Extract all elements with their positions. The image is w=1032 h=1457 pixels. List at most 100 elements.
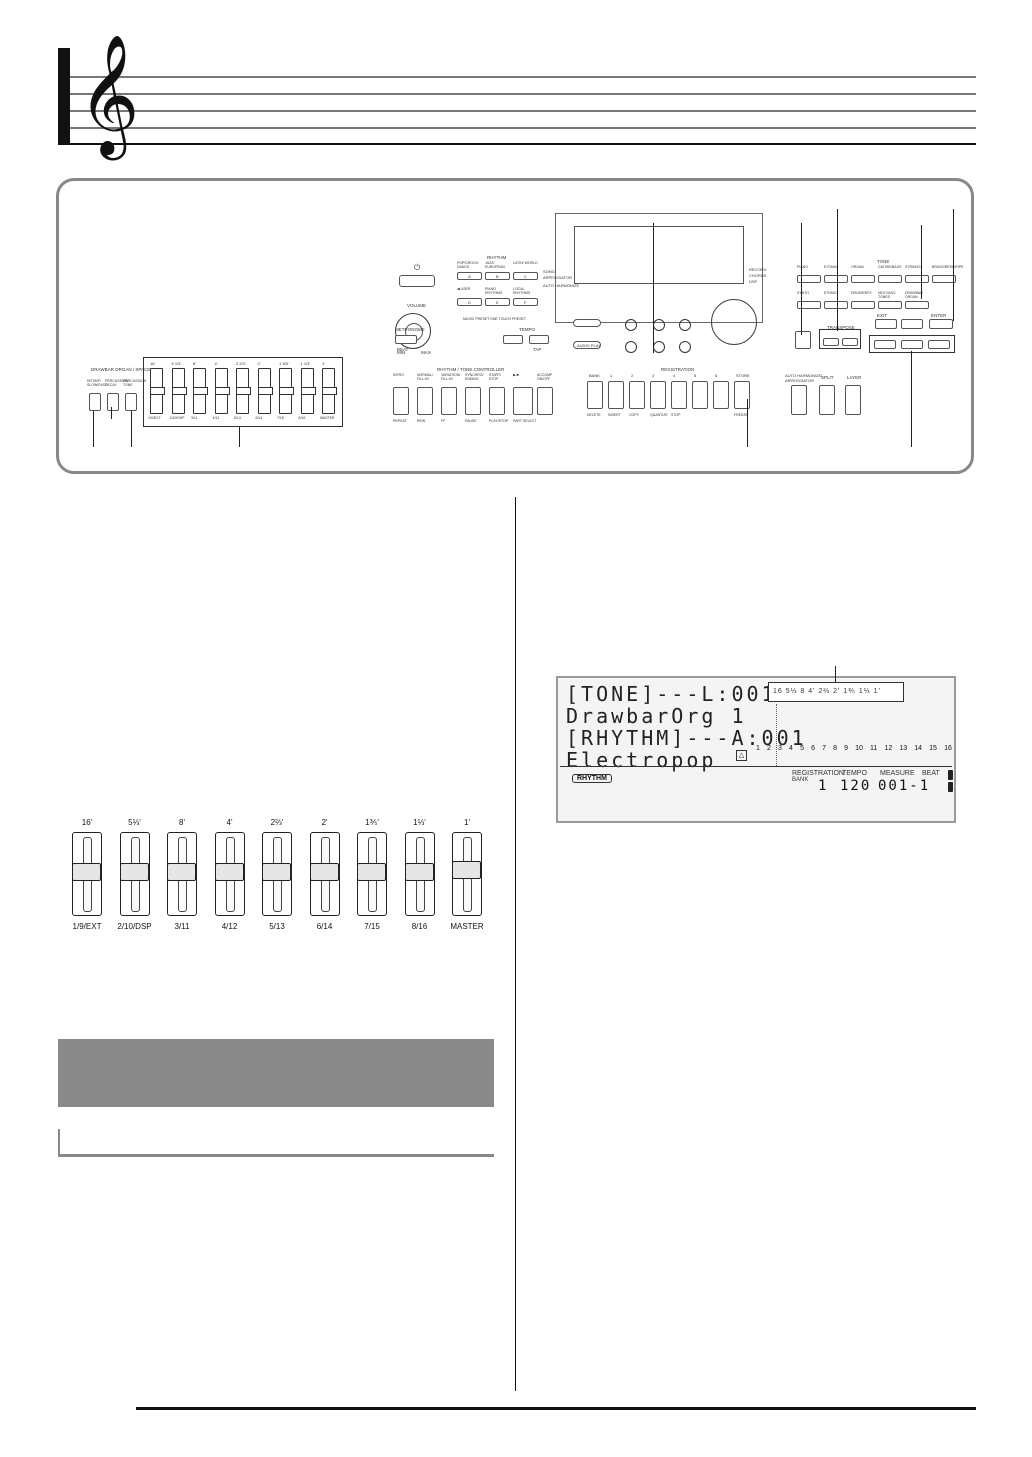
- registration-button[interactable]: [650, 381, 666, 409]
- small-drawbar-handle[interactable]: [214, 387, 230, 395]
- tone-category-button[interactable]: [797, 301, 821, 309]
- drawbar-handle[interactable]: [452, 861, 481, 879]
- registration-button[interactable]: [587, 381, 603, 409]
- small-drawbar[interactable]: [193, 368, 208, 414]
- tone-category-button[interactable]: [851, 275, 875, 283]
- drawbar-handle[interactable]: [72, 863, 101, 881]
- drawbar[interactable]: [119, 832, 150, 916]
- left-button[interactable]: [874, 340, 896, 349]
- drawbar-handle[interactable]: [119, 863, 149, 881]
- right-button[interactable]: [928, 340, 950, 349]
- small-drawbar-bottom-label: 1/9/EXT: [148, 416, 161, 420]
- tone-category-button[interactable]: [824, 275, 848, 283]
- small-drawbar-handle[interactable]: [150, 387, 165, 395]
- rtc-button[interactable]: [537, 387, 553, 415]
- small-drawbar-handle[interactable]: [193, 387, 208, 395]
- drawbar-handle[interactable]: [214, 863, 244, 881]
- drawbar[interactable]: [404, 832, 435, 916]
- small-drawbar[interactable]: [150, 368, 165, 414]
- round-button[interactable]: [625, 341, 637, 353]
- registration-button[interactable]: [629, 381, 645, 409]
- rtc-button[interactable]: [393, 387, 409, 415]
- yes-button[interactable]: [842, 338, 858, 346]
- rhythm-category-button[interactable]: E: [485, 298, 510, 306]
- round-button[interactable]: [653, 319, 665, 331]
- round-button[interactable]: [625, 319, 637, 331]
- no-button[interactable]: [823, 338, 839, 346]
- percussion-decay-button[interactable]: [107, 393, 119, 411]
- small-drawbar[interactable]: [257, 368, 273, 414]
- drawbar-handle[interactable]: [262, 863, 291, 881]
- tone-category-button[interactable]: [824, 301, 848, 309]
- rtc-button[interactable]: [417, 387, 433, 415]
- drawbar[interactable]: [214, 832, 245, 916]
- small-drawbar[interactable]: [300, 368, 316, 414]
- rtc-button[interactable]: [441, 387, 457, 415]
- drawbar-section-title: DRAWBAR ORGAN / SPACE: [91, 367, 151, 372]
- small-drawbar[interactable]: [171, 368, 187, 414]
- small-drawbar[interactable]: [214, 368, 230, 414]
- rhythm-category-button[interactable]: F: [513, 298, 538, 306]
- down-button[interactable]: [901, 340, 923, 349]
- tone-category-button[interactable]: [905, 275, 929, 283]
- power-button[interactable]: [399, 275, 435, 287]
- round-button[interactable]: [653, 341, 665, 353]
- drawbar-handle[interactable]: [357, 863, 386, 881]
- tempo-down-button[interactable]: [503, 335, 523, 344]
- tone-category-button[interactable]: [932, 275, 956, 283]
- small-drawbar[interactable]: [236, 368, 251, 414]
- registration-button[interactable]: [671, 381, 687, 409]
- tone-category-button[interactable]: [878, 275, 902, 283]
- drawbar[interactable]: [452, 832, 482, 916]
- round-button[interactable]: [679, 341, 691, 353]
- rhythm-category-button[interactable]: D: [457, 298, 482, 306]
- rhythm-category-button[interactable]: A: [457, 272, 482, 280]
- split-button[interactable]: [819, 385, 835, 415]
- rtc-button[interactable]: [513, 387, 533, 415]
- rtc-button[interactable]: [465, 387, 481, 415]
- small-drawbar-handle[interactable]: [300, 387, 316, 395]
- arpeggiator-button[interactable]: [573, 319, 601, 327]
- registration-button[interactable]: [734, 381, 750, 409]
- rtc-button-label: ACCOMP ON/OFF: [537, 373, 553, 381]
- lcd-drawbar-indicator: 16 5⅓ 8 4' 2⅔ 2' 1⅗ 1⅓ 1': [768, 682, 904, 702]
- drawbar[interactable]: [262, 832, 292, 916]
- registration-button[interactable]: [608, 381, 624, 409]
- small-drawbar[interactable]: [322, 368, 337, 414]
- exit-button[interactable]: [875, 319, 897, 329]
- tempo-up-button[interactable]: [529, 335, 549, 344]
- registration-button[interactable]: [713, 381, 729, 409]
- layer-button[interactable]: [845, 385, 861, 415]
- tone-category-button[interactable]: [851, 301, 875, 309]
- registration-button[interactable]: [692, 381, 708, 409]
- tone-category-button[interactable]: [905, 301, 929, 309]
- enter-button[interactable]: [929, 319, 953, 329]
- drawbar[interactable]: [309, 832, 340, 916]
- tone-category-button[interactable]: [797, 275, 821, 283]
- up-button[interactable]: [901, 319, 923, 329]
- small-drawbar-handle[interactable]: [171, 387, 187, 395]
- percussion-tone-button[interactable]: [125, 393, 137, 411]
- small-drawbar-handle[interactable]: [322, 387, 337, 395]
- drawbar-handle[interactable]: [309, 863, 339, 881]
- drawbar[interactable]: [72, 832, 102, 916]
- rotary-button[interactable]: [89, 393, 101, 411]
- small-drawbar[interactable]: [279, 368, 294, 414]
- metronome-button[interactable]: [395, 335, 417, 344]
- auto-harmonize-button[interactable]: [791, 385, 807, 415]
- drawbar[interactable]: [167, 832, 197, 916]
- audio-play-button[interactable]: [573, 341, 601, 349]
- rtc-button[interactable]: [489, 387, 505, 415]
- rhythm-category-button[interactable]: C: [513, 272, 538, 280]
- dial[interactable]: [711, 299, 757, 345]
- tone-category-button[interactable]: [878, 301, 902, 309]
- drawbar[interactable]: [357, 832, 387, 916]
- drawbar-handle[interactable]: [167, 863, 196, 881]
- small-drawbar-handle[interactable]: [236, 387, 251, 395]
- small-drawbar-handle[interactable]: [257, 387, 273, 395]
- small-drawbar-handle[interactable]: [279, 387, 294, 395]
- rhythm-category-button[interactable]: B: [485, 272, 510, 280]
- function-button[interactable]: [795, 331, 811, 349]
- round-button[interactable]: [679, 319, 691, 331]
- drawbar-handle[interactable]: [404, 863, 434, 881]
